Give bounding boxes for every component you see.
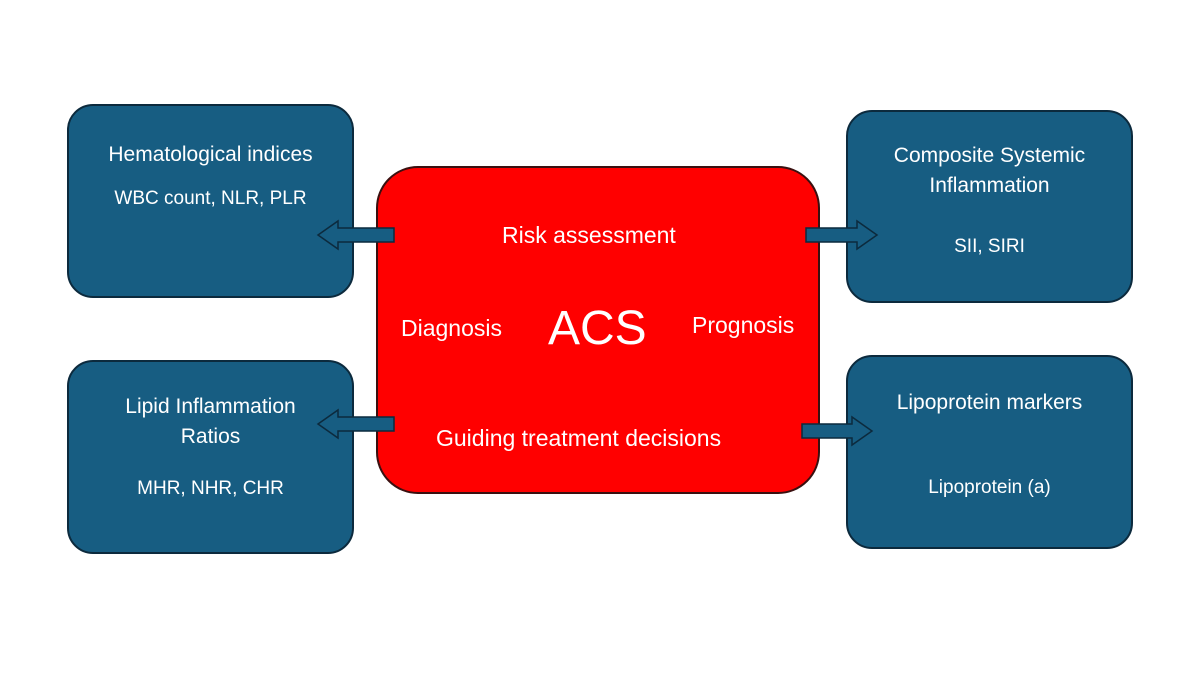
acs-center-box: Risk assessment Diagnosis ACS Prognosis … <box>376 166 820 494</box>
hematological-indices-box: Hematological indices WBC count, NLR, PL… <box>67 104 354 298</box>
lipid-inflammation-ratios-box: Lipid Inflammation Ratios MHR, NHR, CHR <box>67 360 354 554</box>
arrow-to-composite-inflammation <box>805 219 879 251</box>
composite-inflammation-title-line1: Composite Systemic <box>893 144 1086 167</box>
lipoprotein-markers-detail: Lipoprotein (a) <box>928 477 1051 498</box>
arrow-to-lipid-ratios <box>316 408 395 440</box>
composite-systemic-inflammation-box: Composite Systemic Inflammation SII, SIR… <box>846 110 1133 303</box>
composite-inflammation-detail: SII, SIRI <box>954 236 1025 257</box>
lipid-ratios-title-line1: Lipid Inflammation <box>125 395 296 418</box>
hematological-indices-title: Hematological indices <box>108 143 313 166</box>
diagnosis-label: Diagnosis <box>401 315 502 341</box>
hematological-indices-detail: WBC count, NLR, PLR <box>114 188 307 209</box>
arrow-to-lipoprotein-markers <box>801 415 874 447</box>
risk-assessment-label: Risk assessment <box>502 222 676 248</box>
lipid-ratios-title-line2: Ratios <box>180 425 241 448</box>
lipid-ratios-detail: MHR, NHR, CHR <box>137 478 284 499</box>
prognosis-label: Prognosis <box>692 312 795 338</box>
lipoprotein-markers-box: Lipoprotein markers Lipoprotein (a) <box>846 355 1133 549</box>
composite-inflammation-title-line2: Inflammation <box>929 174 1050 197</box>
arrow-to-hematological-indices <box>316 219 395 251</box>
lipoprotein-markers-title: Lipoprotein markers <box>896 391 1083 414</box>
guiding-treatment-label: Guiding treatment decisions <box>436 425 722 451</box>
acs-title: ACS <box>548 302 647 355</box>
